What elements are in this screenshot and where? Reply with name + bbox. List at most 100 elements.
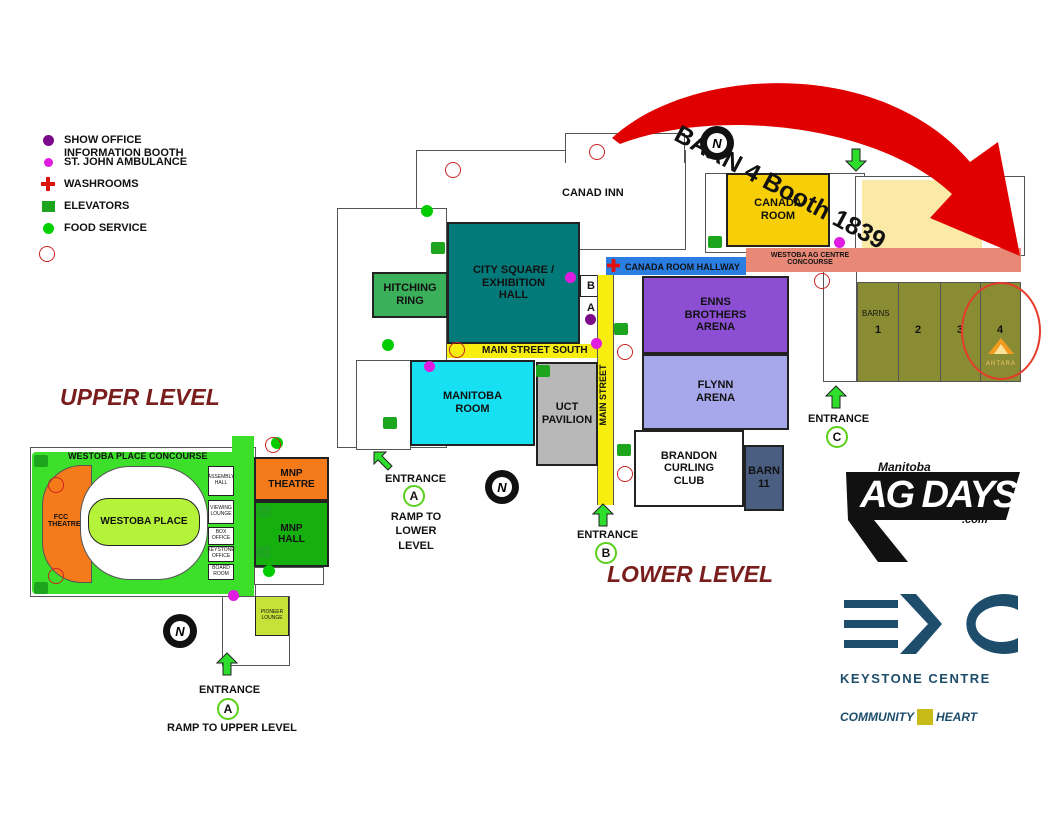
westoba-ag-centre-bar — [746, 248, 1021, 272]
purple-dot-icon — [42, 134, 54, 146]
mnp-theatre[interactable]: MNP THEATRE — [254, 457, 329, 501]
legend-label: ST. JOHN AMBULANCE — [64, 156, 188, 168]
ramp-upper-label: RAMP TO UPPER LEVEL — [167, 722, 297, 734]
elevator-icon — [34, 455, 48, 467]
entrance-a-lower[interactable]: A — [403, 485, 425, 507]
barn-1[interactable] — [857, 282, 899, 382]
legend-show-office: SHOW OFFICE — [40, 134, 142, 146]
keystone-centre-logo — [842, 590, 1022, 660]
info-icon — [591, 338, 602, 349]
upper-corridor — [232, 436, 254, 596]
barn-4-highlight-circle — [961, 282, 1041, 380]
heart-text: HEART — [936, 710, 978, 724]
entrance-b[interactable]: B — [595, 542, 617, 564]
north-label: N — [170, 621, 190, 641]
canada-room-hallway-bar — [606, 257, 746, 275]
north-label: N — [492, 477, 512, 497]
legend-food: FOOD SERVICE — [40, 222, 147, 234]
barn-1-number: 1 — [875, 324, 882, 336]
booth-callout-arrow — [612, 83, 1020, 256]
fork-knife-icon — [617, 466, 633, 482]
ramp-lower-label: RAMP TO LOWER LEVEL — [390, 511, 442, 552]
entrance-arrow-a-upper — [216, 652, 238, 676]
north-arrow-upper: N — [163, 614, 197, 648]
info-icon — [228, 590, 239, 601]
upper-level-label: UPPER LEVEL — [60, 384, 220, 410]
legend-elevators: ELEVATORS — [40, 200, 129, 212]
city-square-exhibition-hall[interactable]: CITY SQUARE / EXHIBITION HALL — [447, 222, 580, 344]
assembly-hall[interactable]: ASSEMBLY HALL — [208, 466, 234, 496]
keystone-office[interactable]: KEYSTONE OFFICE — [207, 546, 235, 562]
manitoba-room[interactable]: MANITOBA ROOM — [410, 360, 535, 446]
food-service-dot — [421, 205, 433, 217]
barn-3-number: 3 — [957, 324, 964, 336]
community-heart-logo: COMMUNITY HEART — [840, 709, 977, 725]
viewing-lounge[interactable]: VIEWING LOUNGE — [208, 500, 234, 524]
room-a[interactable]: A — [587, 302, 595, 314]
westoba-place-concourse[interactable]: WESTOBA PLACE CONCOURSE — [68, 451, 208, 461]
fork-knife-icon — [589, 144, 605, 160]
enns-brothers-arena[interactable]: ENNS BROTHERS ARENA — [642, 276, 789, 354]
board-room[interactable]: BOARD ROOM — [208, 564, 234, 580]
info-icon — [424, 361, 435, 372]
fork-knife-icon — [814, 273, 830, 289]
brandon-curling-club[interactable]: BRANDON CURLING CLUB — [634, 430, 744, 507]
legend-label: WASHROOMS — [64, 178, 139, 190]
elevator-icon — [536, 365, 550, 377]
legend-label: INFORMATION BOOTH — [64, 147, 184, 159]
green-dot-icon — [42, 222, 54, 234]
entrance-arrow-top — [845, 148, 867, 172]
barn-corridor — [823, 270, 857, 382]
agdays-top-text: Manitoba — [878, 460, 931, 474]
box-office[interactable]: BOX OFFICE — [208, 527, 234, 545]
entrance-arrow-a-lower — [373, 451, 393, 471]
elevator-icon — [41, 200, 55, 212]
entrance-c[interactable]: C — [826, 426, 848, 448]
legend-label: SHOW OFFICE — [64, 134, 142, 146]
entrance-b-label: ENTRANCE — [577, 529, 639, 541]
entrance-arrow-c — [825, 385, 847, 409]
north-arrow-lower-top: N — [700, 126, 734, 160]
fork-knife-icon — [449, 342, 465, 358]
info-icon — [834, 237, 845, 248]
main-street[interactable]: MAIN STREET — [598, 364, 608, 426]
elevator-icon — [34, 582, 48, 594]
elevator-icon — [257, 505, 271, 517]
legend-label: ELEVATORS — [64, 200, 130, 212]
fcc-theatre[interactable]: FCC THEATRE — [48, 514, 81, 528]
legend-info-booth: INFORMATION BOOTH — [40, 147, 184, 159]
main-street-south-bar — [447, 344, 612, 358]
entrance-arrow-b — [592, 503, 614, 527]
barn-11[interactable]: BARN 11 — [744, 445, 784, 511]
entrance-a-upper[interactable]: A — [217, 698, 239, 720]
fork-knife-icon — [39, 246, 55, 262]
main-street-south[interactable]: MAIN STREET SOUTH — [482, 345, 588, 356]
barn-2[interactable] — [899, 282, 941, 382]
pioneer-lounge[interactable]: PIONEER LOUNGE — [255, 596, 289, 636]
legend-label: FOOD SERVICE — [64, 222, 147, 234]
agdays-main-text: AG DAYS — [860, 474, 1018, 516]
flynn-arena[interactable]: FLYNN ARENA — [642, 354, 789, 430]
westoba-ag-centre[interactable]: WESTOBA AG CENTRE CONCOURSE — [770, 252, 850, 266]
mnp-hall[interactable]: MNP HALL — [254, 501, 329, 567]
canada-room[interactable]: CANADA ROOM — [726, 173, 830, 247]
community-text: COMMUNITY — [840, 710, 914, 724]
entrance-a-upper-label: ENTRANCE — [199, 684, 261, 696]
red-cross-icon — [41, 177, 55, 191]
elevator-icon — [383, 417, 397, 429]
barns-label: BARNS — [862, 309, 890, 318]
entrance-a-lower-label: ENTRANCE — [385, 473, 447, 485]
show-office-dot — [585, 314, 596, 325]
red-cross-icon — [607, 259, 620, 272]
hitching-ring[interactable]: HITCHING RING — [372, 272, 448, 318]
elevator-icon — [614, 323, 628, 335]
north-label: N — [707, 133, 727, 153]
fork-knife-icon — [48, 477, 64, 493]
food-service-dot — [263, 565, 275, 577]
lower-level-label: LOWER LEVEL — [607, 561, 774, 587]
canada-room-hallway[interactable]: CANADA ROOM HALLWAY — [625, 262, 740, 272]
elevator-icon — [431, 242, 445, 254]
uct-pavilion[interactable]: UCT PAVILION — [536, 362, 598, 466]
westoba-place[interactable]: WESTOBA PLACE — [88, 498, 200, 546]
canad-inn-label: CANAD INN — [562, 187, 624, 199]
